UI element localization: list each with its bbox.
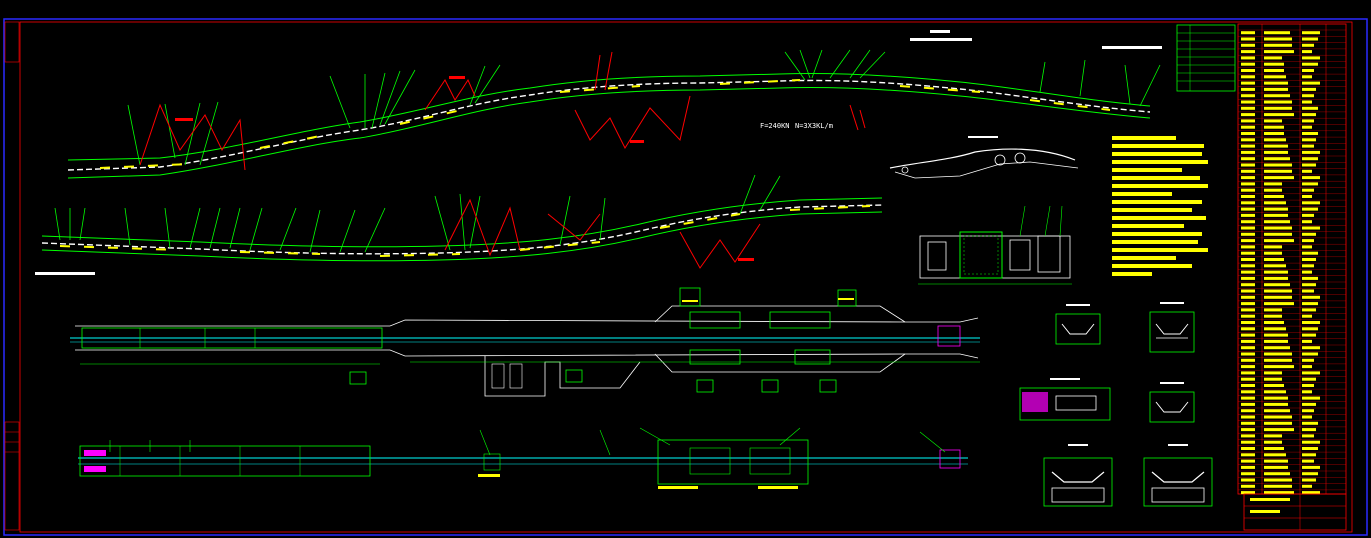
- force-annotation: F=240KN: [760, 122, 790, 130]
- conveyor-plan-view-lower: [78, 427, 968, 489]
- drawing-inner-border: [19, 21, 1353, 533]
- left-margin-strip: [4, 21, 20, 531]
- conveyor-plan-view-upper: [70, 287, 980, 397]
- conveyor-profile-middle: [35, 174, 883, 275]
- belt-route-detail: [889, 136, 1079, 179]
- technical-notes-block: [1112, 136, 1208, 276]
- drawing-border: [3, 18, 1368, 536]
- conveyor-profile-top: F=240KN N=3X3KL/m: [67, 30, 1162, 179]
- load-annotation: N=3X3KL/m: [795, 122, 833, 130]
- legend-table: [1176, 24, 1236, 92]
- drive-unit-icon: [918, 205, 1072, 285]
- title-block: [1243, 493, 1347, 531]
- idler-section-icon: [1019, 302, 1213, 507]
- bill-of-materials-table: [1237, 23, 1347, 495]
